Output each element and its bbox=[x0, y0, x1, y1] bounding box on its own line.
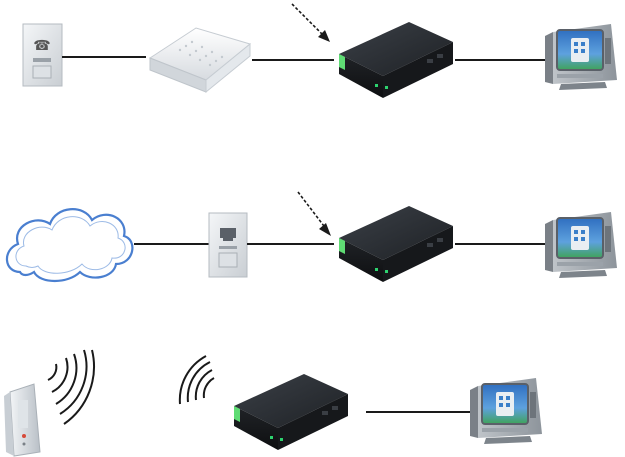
input-arrow-icon bbox=[298, 192, 331, 236]
ethernet-wall-socket-icon bbox=[209, 213, 247, 277]
phone-wall-jack-icon: ☎ bbox=[23, 24, 62, 86]
input-arrow-icon bbox=[292, 4, 330, 42]
crt-tv-icon bbox=[545, 212, 617, 278]
tv-box-icon bbox=[339, 22, 453, 98]
tv-box-icon bbox=[234, 374, 348, 450]
row-ethernet bbox=[7, 192, 617, 282]
wireless-router-icon bbox=[4, 384, 40, 456]
crt-tv-icon bbox=[470, 378, 542, 444]
crt-tv-icon bbox=[545, 24, 617, 90]
tv-box-icon bbox=[339, 206, 453, 282]
wifi-waves-icon bbox=[180, 356, 214, 404]
row-adsl: ☎ bbox=[23, 4, 617, 98]
adsl-modem-icon bbox=[150, 28, 250, 92]
svg-text:☎: ☎ bbox=[33, 38, 50, 54]
wifi-waves-icon bbox=[48, 350, 94, 424]
cloud-icon bbox=[7, 209, 132, 281]
row-wireless bbox=[4, 350, 542, 456]
